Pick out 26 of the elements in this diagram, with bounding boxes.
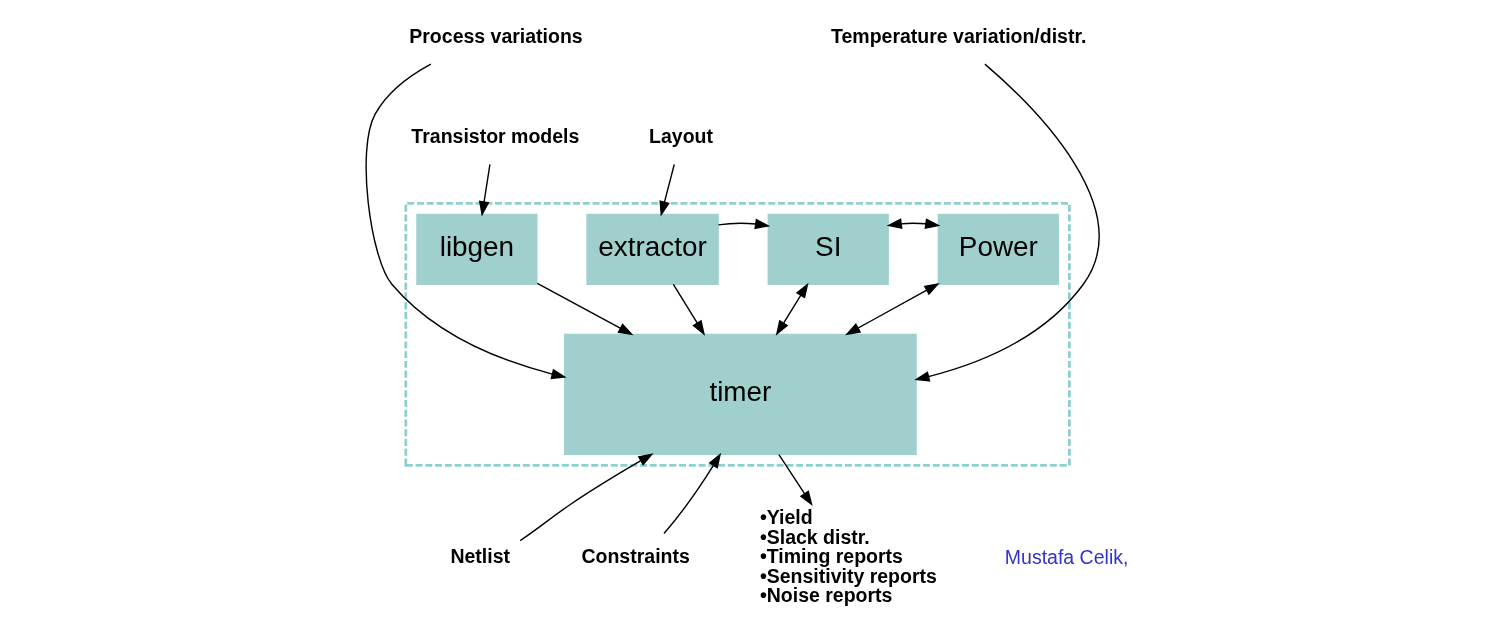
arrow — [886, 218, 940, 230]
node-box: extractor — [585, 213, 719, 285]
node-text: Temperature variation/distr. — [830, 24, 1086, 47]
node-box: timer — [563, 333, 917, 455]
arrow — [658, 163, 675, 217]
arrow — [662, 452, 721, 535]
node-text: Constraints — [580, 544, 690, 567]
node-box: SI — [767, 213, 889, 285]
node-box: libgen — [415, 213, 538, 285]
arrow — [844, 283, 940, 336]
arrow — [913, 63, 1099, 382]
label: Mustafa Celik, — [1004, 546, 1128, 569]
node-text: Transistor models — [410, 125, 579, 147]
arrow — [519, 453, 654, 542]
arrow — [478, 163, 491, 217]
arrow — [364, 63, 567, 380]
arrow — [672, 283, 705, 336]
arrow — [717, 218, 770, 230]
arrow — [777, 453, 813, 507]
node-text: Process variations — [408, 24, 583, 47]
node-box: Power — [937, 213, 1059, 285]
node-text: Netlist — [449, 544, 510, 567]
arrow — [536, 282, 633, 336]
node-text: Layout — [648, 125, 713, 147]
node-text: •Yield •Slack distr. •Timing reports •Sensitivity reports •Noise reports — [759, 506, 937, 607]
arrow — [775, 282, 808, 336]
